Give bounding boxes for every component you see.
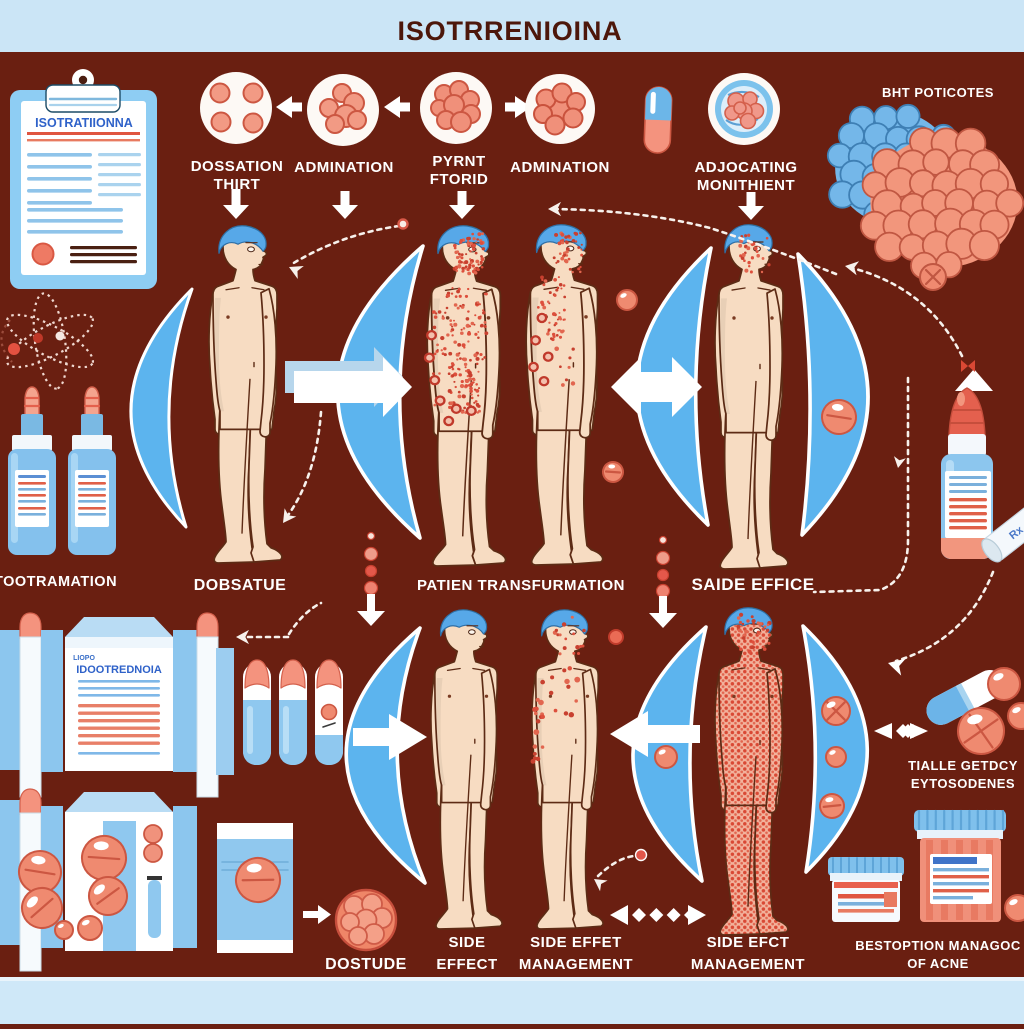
svg-text:EFFECT: EFFECT — [436, 956, 497, 973]
svg-text:PATIEN TRANSFURMATION: PATIEN TRANSFURMATION — [417, 577, 625, 594]
svg-text:FTORID: FTORID — [430, 171, 489, 188]
svg-text:MANAGEMENT: MANAGEMENT — [519, 956, 633, 973]
svg-text:MONITHIENT: MONITHIENT — [697, 177, 795, 194]
svg-text:TIALLE GETDCY: TIALLE GETDCY — [908, 758, 1018, 773]
svg-text:EYTOSODENES: EYTOSODENES — [911, 776, 1015, 791]
svg-text:SIDE: SIDE — [448, 934, 485, 951]
svg-text:ISOTRRENIOINA: ISOTRRENIOINA — [398, 16, 623, 46]
svg-text:TOOTRAMATION: TOOTRAMATION — [0, 574, 117, 590]
svg-text:DOSSATION: DOSSATION — [191, 158, 284, 175]
svg-text:SIDE EFFET: SIDE EFFET — [530, 934, 622, 951]
svg-text:LIOPO: LIOPO — [73, 655, 95, 662]
svg-text:ADMINATION: ADMINATION — [510, 159, 610, 176]
svg-text:OF ACNE: OF ACNE — [907, 956, 969, 971]
svg-text:SIDE EFCT: SIDE EFCT — [707, 934, 790, 951]
svg-text:ADMINATION: ADMINATION — [294, 159, 394, 176]
svg-text:PYRNT: PYRNT — [432, 153, 485, 170]
svg-text:BHT POTICOTES: BHT POTICOTES — [882, 85, 994, 100]
svg-text:SAIDE EFFICE: SAIDE EFFICE — [691, 575, 814, 594]
svg-text:BESTOPTION MANAGOC: BESTOPTION MANAGOC — [855, 938, 1021, 953]
svg-text:DOBSATUE: DOBSATUE — [194, 577, 287, 594]
svg-text:IDOOTREDNOIA: IDOOTREDNOIA — [76, 664, 162, 676]
svg-text:MANAGEMENT: MANAGEMENT — [691, 956, 805, 973]
svg-text:ADJOCATING: ADJOCATING — [694, 159, 797, 176]
svg-text:DOSTUDE: DOSTUDE — [325, 956, 407, 973]
svg-text:ISOTRATIIONNA: ISOTRATIIONNA — [35, 116, 133, 130]
svg-text:Rx: Rx — [1007, 524, 1024, 543]
svg-text:THIRT: THIRT — [214, 176, 261, 193]
